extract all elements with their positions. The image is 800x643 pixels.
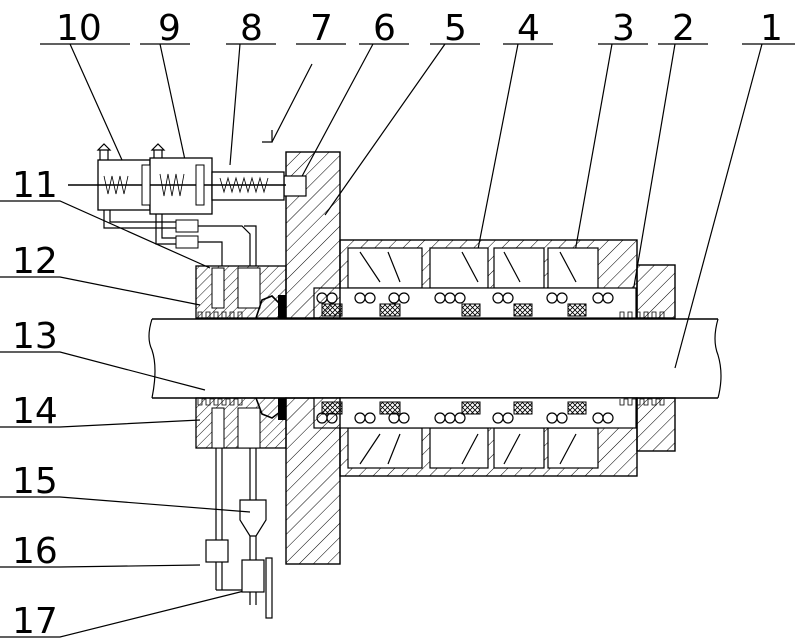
callout-label-12: 12	[12, 241, 58, 282]
callout-label-17: 17	[12, 601, 58, 642]
callout-label-4: 4	[517, 8, 540, 49]
callout-label-2: 2	[672, 8, 695, 49]
callout-label-6: 6	[373, 8, 396, 49]
callout-label-9: 9	[158, 8, 181, 49]
main-housing-top	[313, 239, 676, 319]
callout-label-11: 11	[12, 165, 58, 206]
callout-label-8: 8	[240, 8, 263, 49]
callout-label-5: 5	[444, 8, 467, 49]
actuator-assembly	[68, 143, 286, 266]
callout-label-15: 15	[12, 461, 58, 502]
callout-label-7: 7	[310, 8, 333, 49]
callout-label-3: 3	[612, 8, 635, 49]
left-seal-housing	[195, 265, 287, 449]
callout-label-10: 10	[56, 8, 102, 49]
bottom-valves	[205, 448, 273, 619]
flange-plate	[283, 151, 341, 565]
callout-label-16: 16	[12, 531, 58, 572]
callout-label-13: 13	[12, 316, 58, 357]
callout-label-14: 14	[12, 391, 58, 432]
shaft	[148, 318, 722, 399]
main-housing-bottom	[313, 397, 676, 477]
callout-labels: 1 2 3 4 5 6 7 8 9 10 11 12 13 14 15 16 1…	[12, 8, 783, 642]
leader-lines	[0, 43, 795, 638]
callout-label-1: 1	[760, 8, 783, 49]
